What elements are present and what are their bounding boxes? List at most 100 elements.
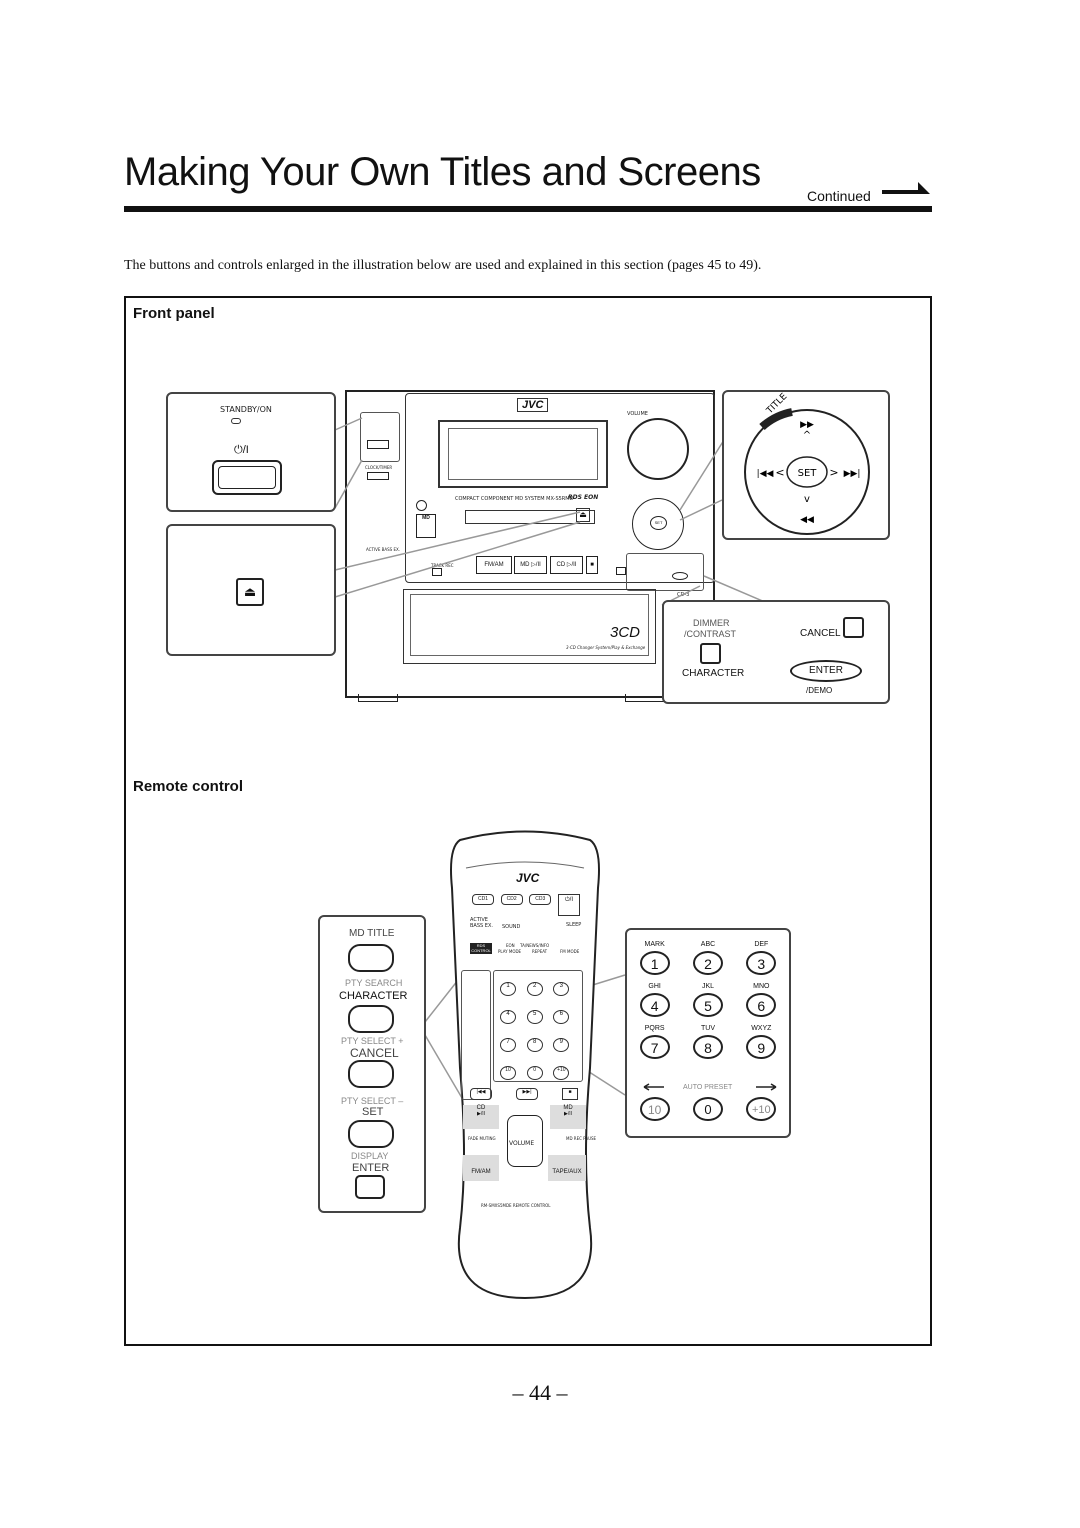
key-6-digit: 6 bbox=[746, 993, 777, 1017]
remote-cd-button[interactable]: CD▶/II bbox=[463, 1105, 499, 1129]
remote-cd-play-label: ▶/II bbox=[476, 1111, 485, 1117]
cancel-button[interactable] bbox=[843, 617, 864, 638]
demo-label: /DEMO bbox=[806, 686, 833, 695]
md-eject-button[interactable]: ⏏ bbox=[576, 508, 590, 522]
right-arrow-icon[interactable]: > bbox=[829, 466, 838, 479]
standby-button-small[interactable] bbox=[367, 440, 389, 449]
enter-button-small[interactable] bbox=[672, 572, 688, 580]
dimmer-callout bbox=[662, 600, 890, 704]
contrast-label: /CONTRAST bbox=[684, 629, 737, 639]
remote-prev-button[interactable]: |◀◀ bbox=[470, 1088, 492, 1100]
character-button[interactable] bbox=[348, 1005, 394, 1033]
remote-md-play-label: ▶/II bbox=[563, 1111, 572, 1117]
volume-label: VOLUME bbox=[627, 411, 648, 417]
key-7-letters: PQRS bbox=[644, 1025, 665, 1032]
md-title-button[interactable] bbox=[348, 944, 394, 972]
small-key-5[interactable]: 5 bbox=[526, 1010, 543, 1024]
fm-am-button-small[interactable]: FM/AM bbox=[476, 556, 512, 574]
repeat-label: REPEAT bbox=[532, 949, 548, 954]
continued-arrow-icon bbox=[882, 182, 930, 194]
display-window bbox=[438, 420, 608, 488]
small-key-7[interactable]: 7 bbox=[500, 1038, 516, 1052]
key-10[interactable]: 10 bbox=[639, 1097, 670, 1121]
dimmer-button-small[interactable] bbox=[616, 567, 626, 575]
key-plus10[interactable]: +10 bbox=[746, 1097, 777, 1121]
remote-model-text: RM-SMXS5MDE REMOTE CONTROL bbox=[481, 1203, 551, 1208]
remote-power-button[interactable]: ⏻/I bbox=[557, 894, 580, 916]
md-title-label: MD TITLE bbox=[349, 928, 395, 939]
cd-changer-tray bbox=[410, 594, 649, 656]
dimmer-contrast-button[interactable] bbox=[700, 643, 721, 664]
fm-mode-label: FM MODE bbox=[560, 949, 580, 954]
title-rule bbox=[124, 206, 932, 212]
rds-control-button[interactable]: RDS CONTROL bbox=[470, 943, 492, 954]
standby-on-button[interactable] bbox=[212, 460, 282, 495]
key-4-letters: GHI bbox=[648, 983, 661, 990]
rewind-icon[interactable]: ◀◀ bbox=[800, 515, 814, 525]
continued-label: Continued bbox=[807, 188, 871, 204]
small-key-1[interactable]: 1 bbox=[500, 982, 516, 996]
model-text: COMPACT COMPONENT MD SYSTEM MX-S5RMD bbox=[455, 496, 574, 502]
remote-next-button[interactable]: ▶▶| bbox=[516, 1088, 538, 1100]
md-section bbox=[405, 393, 715, 583]
small-key-2[interactable]: 2 bbox=[526, 982, 543, 996]
md-play-button-small[interactable]: MD ▷/II bbox=[514, 556, 547, 574]
skip-forward-icon[interactable]: ▶▶| bbox=[844, 469, 861, 479]
left-arrow-icon[interactable]: < bbox=[775, 466, 784, 479]
small-key-4[interactable]: 4 bbox=[500, 1010, 516, 1024]
remote-md-button[interactable]: MD▶/II bbox=[550, 1105, 586, 1129]
pty-select-plus-label: PTY SELECT + bbox=[341, 1036, 404, 1046]
clock-timer-button-small[interactable] bbox=[367, 472, 389, 480]
cancel-remote-button[interactable] bbox=[348, 1060, 394, 1088]
small-key-8[interactable]: 8 bbox=[526, 1038, 543, 1052]
small-key-plus10[interactable]: +10 bbox=[553, 1066, 570, 1080]
play-mode-label: PLAY MODE bbox=[498, 949, 522, 954]
enter-button[interactable]: ENTER bbox=[790, 660, 862, 682]
small-key-6[interactable]: 6 bbox=[553, 1010, 570, 1024]
set-remote-button[interactable] bbox=[348, 1120, 394, 1148]
cd2-button[interactable]: CD2 bbox=[500, 894, 523, 905]
fade-muting-label: FADE MUTING bbox=[468, 1136, 496, 1141]
ta-news-label: TA/NEWS/INFO bbox=[520, 943, 550, 948]
cd3-button[interactable]: CD3 bbox=[529, 894, 552, 905]
small-key-9[interactable]: 9 bbox=[553, 1038, 570, 1052]
multi-control-callout bbox=[722, 390, 890, 540]
skip-back-icon[interactable]: |◀◀ bbox=[757, 469, 774, 479]
display-enter-button[interactable] bbox=[355, 1175, 385, 1199]
key-2-digit: 2 bbox=[692, 951, 723, 975]
down-arrow-icon[interactable]: v bbox=[804, 494, 810, 505]
cd1-button[interactable]: CD1 bbox=[472, 894, 494, 905]
track-rec-button-small[interactable] bbox=[432, 568, 442, 576]
remote-fm-am-button[interactable]: FM/AM bbox=[463, 1155, 499, 1181]
front-panel-heading: Front panel bbox=[133, 305, 215, 322]
set-button-small[interactable]: SET bbox=[650, 516, 667, 530]
remote-volume-rocker[interactable] bbox=[507, 1115, 543, 1167]
display-label: DISPLAY bbox=[351, 1151, 389, 1161]
remote-tape-aux-button[interactable]: TAPE/AUX bbox=[548, 1155, 586, 1181]
multi-control-dial[interactable]: SET TITLE ^ v < > ▶▶ ◀◀ |◀◀ ▶▶| bbox=[722, 390, 890, 540]
cd-play-button-small[interactable]: CD ▷/II bbox=[550, 556, 583, 574]
key-1-letters: MARK bbox=[644, 941, 665, 948]
up-arrow-icon[interactable]: ^ bbox=[803, 430, 811, 441]
small-key-3[interactable]: 3 bbox=[553, 982, 570, 996]
md-eject-button[interactable]: ⏏ bbox=[236, 578, 264, 606]
forward-icon[interactable]: ▶▶ bbox=[800, 420, 814, 430]
multi-control-wheel-small[interactable] bbox=[632, 498, 684, 550]
remote-stop-button[interactable]: ■ bbox=[562, 1088, 578, 1100]
dimmer-label: DIMMER bbox=[693, 618, 730, 628]
volume-knob[interactable] bbox=[627, 418, 689, 480]
key-0[interactable]: 0 bbox=[692, 1097, 723, 1121]
stop-button-small[interactable]: ■ bbox=[586, 556, 598, 574]
small-key-10[interactable]: 10 bbox=[500, 1066, 516, 1080]
small-key-0[interactable]: 0 bbox=[526, 1066, 543, 1080]
intro-text: The buttons and controls enlarged in the… bbox=[124, 258, 762, 273]
